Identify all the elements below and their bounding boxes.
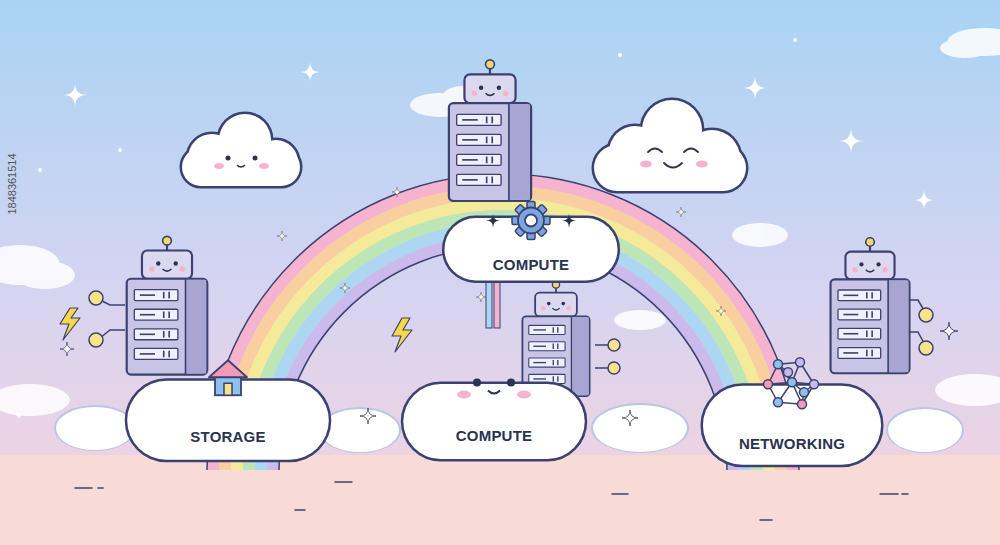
cloud-label: COMPUTE <box>456 427 532 444</box>
cloud-node: COMPUTE <box>386 312 602 462</box>
house-icon <box>209 360 247 395</box>
gear-icon <box>486 202 576 240</box>
cloud-node: NETWORKING <box>686 310 898 468</box>
cloud-node: STORAGE <box>108 305 348 463</box>
network-icon <box>764 358 819 409</box>
face-icon <box>457 379 531 399</box>
watermark-id: 1848361514 <box>6 153 18 214</box>
cloud-label: NETWORKING <box>739 435 845 452</box>
cloud-node: COMPUTE <box>428 158 634 283</box>
cloud-label: COMPUTE <box>493 256 569 273</box>
cloud-label: STORAGE <box>190 428 265 445</box>
